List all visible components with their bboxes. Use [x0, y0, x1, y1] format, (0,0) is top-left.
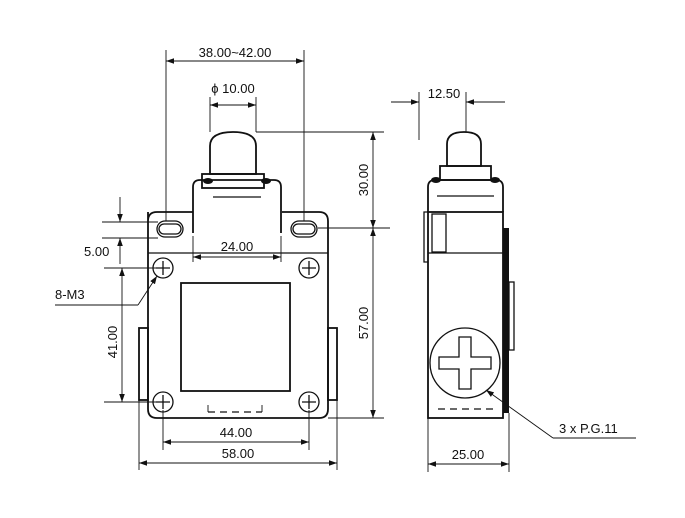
- side-dimensions: 12.50 25.00 3 x P.G.11: [391, 86, 636, 472]
- screw-icon: [298, 391, 320, 413]
- slot-hole-left: [156, 220, 184, 238]
- front-plunger: [209, 131, 257, 175]
- dim-plunger-diameter: ϕ 10.00: [211, 81, 254, 96]
- dim-side-plunger-width: 12.50: [428, 86, 461, 101]
- dim-top-width: 38.00~42.00: [199, 45, 272, 60]
- collar-rivet-right: [261, 178, 271, 184]
- side-head-block: [427, 179, 504, 212]
- dim-body-height: 57.00: [356, 307, 371, 340]
- label-conduit-entries: 3 x P.G.11: [559, 421, 618, 436]
- collar-rivet-left: [203, 178, 213, 184]
- dim-plunger-height: 30.00: [356, 164, 371, 197]
- dim-slot-center-span: 24.00: [221, 239, 254, 254]
- dim-hole-horizontal-span: 44.00: [220, 425, 253, 440]
- front-side-tab-left: [138, 327, 149, 401]
- dim-body-width: 58.00: [222, 446, 255, 461]
- slot-hole-right-inner: [292, 223, 316, 235]
- front-body-outline: [147, 211, 329, 419]
- label-mount-holes: 8-M3: [55, 287, 85, 302]
- dim-slot-spacing: 5.00: [84, 244, 109, 259]
- side-tab: [508, 281, 515, 351]
- front-dimensions: 38.00~42.00 ϕ 10.00 30.00 57.00 5.00 24.…: [55, 45, 390, 470]
- conduit-entry-icon: [429, 327, 501, 399]
- front-head-block: [192, 179, 282, 233]
- dim-side-depth: 25.00: [452, 447, 485, 462]
- side-plunger-collar: [439, 165, 492, 181]
- slot-hole-left-inner: [158, 223, 182, 235]
- front-view: [138, 131, 338, 419]
- front-window: [180, 282, 291, 392]
- dim-hole-vertical-span: 41.00: [105, 326, 120, 359]
- front-side-tab-right: [327, 327, 338, 401]
- side-plunger: [446, 131, 482, 167]
- side-left-inner-block: [431, 213, 447, 253]
- side-cover-plate: [503, 228, 509, 413]
- side-view: [423, 131, 515, 419]
- screw-icon: [298, 257, 320, 279]
- side-left-protrusion: [423, 211, 428, 263]
